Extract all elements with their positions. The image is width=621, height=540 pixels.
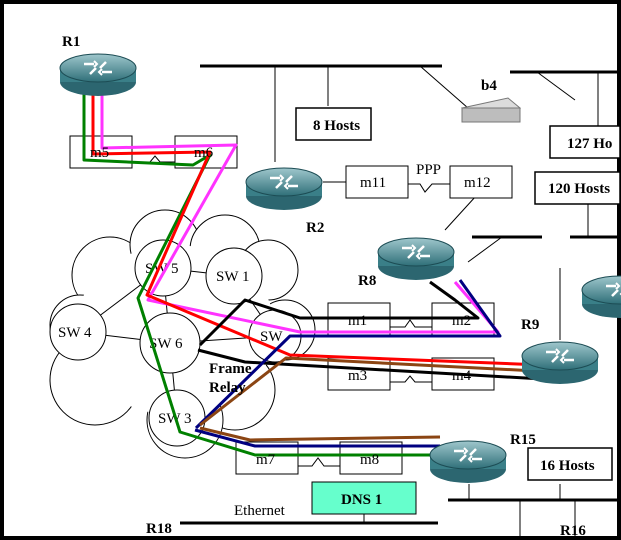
r9-label: R9 bbox=[521, 317, 539, 333]
router-r15-icon bbox=[428, 439, 508, 485]
ethernet-label: Ethernet bbox=[234, 503, 286, 519]
m1-label: m1 bbox=[348, 313, 367, 329]
ppp-label: PPP bbox=[416, 162, 441, 178]
relay-label: Relay bbox=[209, 380, 246, 396]
m3-label: m3 bbox=[348, 368, 367, 384]
r2-label: R2 bbox=[306, 220, 324, 236]
router-r9-icon bbox=[520, 340, 600, 386]
r1-label: R1 bbox=[62, 34, 80, 50]
hosts-16-label: 16 Hosts bbox=[540, 458, 595, 474]
path-black bbox=[198, 280, 480, 347]
router-r1-icon bbox=[58, 52, 138, 98]
sw7-label: SW bbox=[260, 329, 283, 345]
switch-sw1: SW 1 bbox=[205, 247, 263, 305]
path-green bbox=[82, 88, 440, 457]
host-boxes bbox=[295, 107, 621, 481]
m2-label: m2 bbox=[452, 313, 471, 329]
r16-label: R16 bbox=[560, 523, 586, 539]
sw4-label: SW 4 bbox=[58, 325, 92, 341]
m12-label: m12 bbox=[464, 175, 491, 191]
ethernet-buses bbox=[180, 64, 617, 525]
hosts-8-label: 8 Hosts bbox=[313, 118, 360, 134]
m11-label: m11 bbox=[360, 175, 386, 191]
r18-label: R18 bbox=[146, 521, 172, 537]
r15-label: R15 bbox=[510, 432, 536, 448]
switch-sw6: SW 6 bbox=[139, 312, 201, 374]
path-brown bbox=[199, 356, 556, 427]
path-black-2 bbox=[197, 348, 561, 382]
b4-label: b4 bbox=[481, 78, 497, 94]
m7-label: m7 bbox=[256, 452, 276, 468]
bridge-b4-icon bbox=[460, 97, 522, 123]
r8-label: R8 bbox=[358, 273, 376, 289]
drop-lines bbox=[274, 65, 599, 536]
traffic-paths bbox=[82, 88, 569, 457]
dns-label: DNS 1 bbox=[341, 492, 382, 508]
path-navy bbox=[194, 279, 502, 430]
switch-sw4: SW 4 bbox=[49, 303, 107, 361]
hosts-127-label: 127 Ho bbox=[567, 136, 612, 152]
m5-label: m5 bbox=[90, 145, 109, 161]
router-r8-icon bbox=[376, 236, 456, 282]
path-red bbox=[91, 88, 569, 368]
hosts-120-label: 120 Hosts bbox=[548, 181, 610, 197]
dns-box bbox=[311, 481, 417, 515]
m6-label: m6 bbox=[194, 145, 214, 161]
sw1-label: SW 1 bbox=[216, 269, 249, 285]
frame-label: Frame bbox=[209, 361, 252, 377]
serial-links bbox=[132, 155, 450, 467]
m4-label: m4 bbox=[452, 368, 472, 384]
router-r2-icon bbox=[244, 166, 324, 212]
m8-label: m8 bbox=[360, 452, 379, 468]
sw6-label: SW 6 bbox=[149, 336, 183, 352]
path-brown-2 bbox=[199, 426, 441, 442]
path-navy-2 bbox=[194, 428, 440, 448]
